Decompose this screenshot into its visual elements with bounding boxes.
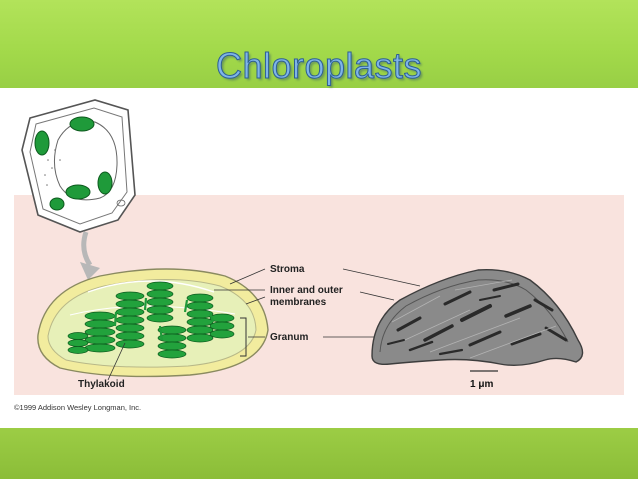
cell-chloroplast (69, 116, 95, 132)
label-thylakoid: Thylakoid (78, 379, 125, 390)
slide-title: Chloroplasts (215, 45, 423, 87)
footer-band (0, 428, 638, 479)
granum-bracket (240, 317, 247, 357)
zoom-arrow-head (80, 262, 100, 280)
header-band (0, 0, 638, 88)
chloroplast-cutaway (37, 268, 269, 378)
grana-stacks (67, 281, 235, 359)
plant-cell-illustration (21, 99, 136, 233)
cell-chloroplast (97, 171, 113, 195)
chloroplast-diagram: Stroma Inner and outer membranes Granum … (21, 99, 584, 390)
label-stroma: Stroma (270, 264, 305, 275)
leader-lines (107, 268, 498, 381)
label-inner-outer-membranes: Inner and outer (270, 285, 343, 296)
label-membranes: membranes (270, 297, 327, 308)
cell-chloroplast (34, 130, 50, 156)
label-granum: Granum (270, 332, 308, 343)
zoom-arrow (81, 231, 93, 267)
cell-chloroplast (49, 197, 65, 211)
cell-chloroplast (65, 184, 91, 200)
micrograph (371, 269, 584, 367)
scale-bar-label: 1 μm (470, 379, 494, 390)
copyright-text: ©1999 Addison Wesley Longman, Inc. (14, 403, 142, 412)
